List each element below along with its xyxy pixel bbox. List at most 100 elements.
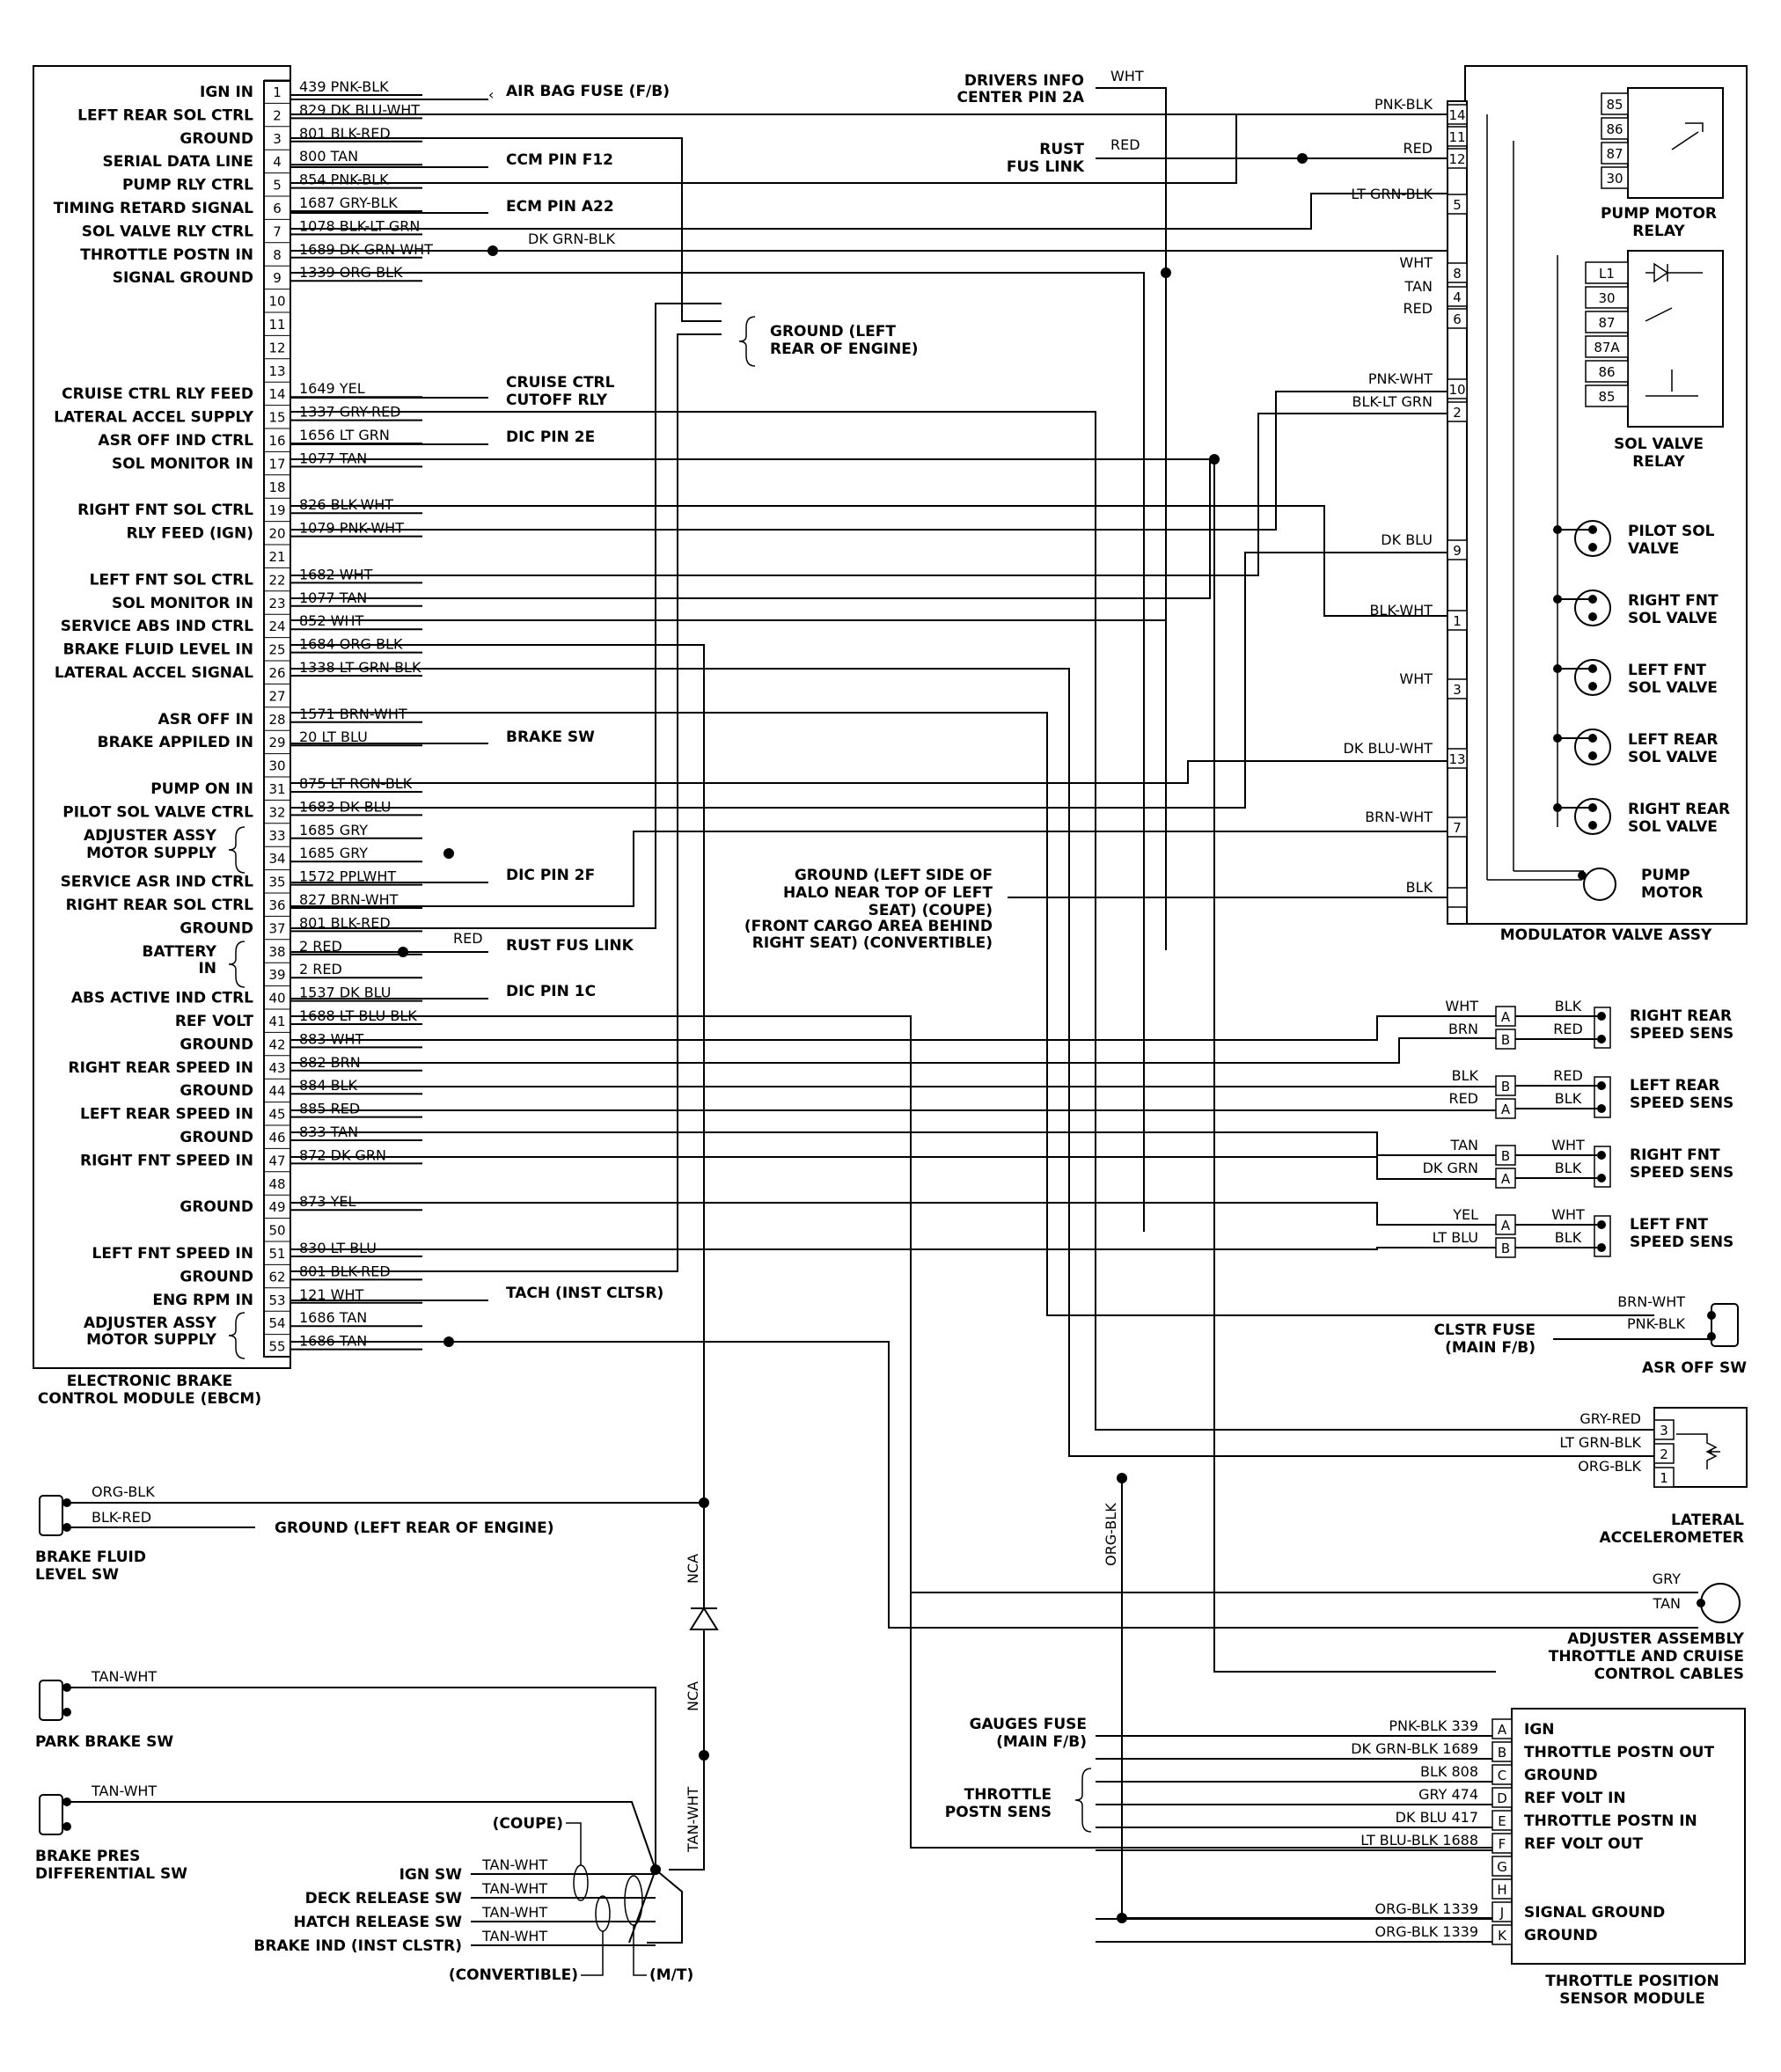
speed-sensor-wire-b: BRN (1448, 1021, 1478, 1037)
ebcm-pin-number: 10 (268, 294, 285, 310)
ebcm-pin-label: SIGNAL GROUND (113, 269, 253, 287)
solenoid-dot (1588, 751, 1597, 760)
rust-fus-1: RUST (1039, 141, 1084, 158)
lateral-accelerometer: 321 GRY-RED LT GRN-BLK ORG-BLK LATERAL A… (1559, 1407, 1748, 1547)
modulator-wire-label: RED (1403, 140, 1433, 157)
dest-brake-sw: BRAKE SW (506, 728, 595, 746)
halo-3: SEAT) (COUPE) (869, 902, 993, 919)
modulator-wire-label: PNK-WHT (1368, 370, 1433, 387)
ebcm-pin-number: 49 (268, 1199, 285, 1215)
speed-sensor-label-1: RIGHT FNT (1630, 1146, 1720, 1164)
ebcm-pin-number: 2 (273, 107, 282, 123)
ebcm-pin-label: GROUND (180, 1129, 253, 1146)
tps-pin-letter: J (1499, 1905, 1504, 1921)
switch-row-wire-label: TAN-WHT (481, 1904, 547, 1921)
solenoid-label: LEFT REAR (1628, 731, 1719, 749)
sol-relay-pin-number: 87A (1594, 340, 1620, 355)
coupe-leader (566, 1822, 582, 1865)
pump-motor-symbol (1583, 868, 1616, 901)
wire-pin7 (290, 193, 1452, 230)
solenoid-dot (1588, 821, 1597, 830)
ebcm-wire-label: 1689 DK GRN-WHT (299, 241, 433, 258)
dest-ccm-pin: CCM PIN F12 (506, 151, 613, 169)
speed-sensor-wire-a: BLK (1452, 1067, 1479, 1084)
speed-sensor-body (1594, 1146, 1611, 1188)
sol-relay-pin (1585, 261, 1629, 284)
modulator-connector (1447, 100, 1468, 925)
speed-sensor-pin-letter: B (1501, 1241, 1510, 1256)
modulator-pin-number: 12 (1448, 151, 1465, 167)
mt-leader (633, 1925, 647, 1976)
sol-relay-label-2: RELAY (1632, 453, 1685, 471)
speed-sensor-body (1594, 1076, 1611, 1118)
ebcm-pin-label: BRAKE FLUID LEVEL IN (63, 641, 253, 659)
tps-function-label: GROUND (1524, 1927, 1598, 1944)
modulator-pin-number: 3 (1453, 682, 1462, 698)
wire-sw-bus (628, 1869, 683, 1944)
pump-relay-pin (1601, 92, 1629, 115)
tps-function-label: GROUND (1524, 1767, 1598, 1784)
ebcm-pin-label: ENG RPM IN (152, 1292, 253, 1309)
nca-2: NCA (685, 1681, 701, 1711)
ebcm-wire-label: 884 BLK (299, 1077, 358, 1094)
modulator-pin-box (1447, 678, 1468, 699)
ebcm-wire-label: 121 WHT (299, 1286, 363, 1303)
modulator-pin-box (1447, 148, 1468, 169)
ebcm-pin-number: 55 (268, 1339, 285, 1355)
tps-function-label: THROTTLE POSTN IN (1524, 1812, 1697, 1830)
wire-pin23 (290, 459, 1211, 599)
wire-pin9 (290, 272, 1145, 1232)
tps-wire-label: DK BLU 417 (1396, 1809, 1478, 1826)
sol-relay-diode (1645, 262, 1703, 283)
ebcm-pin-number: 42 (268, 1036, 285, 1052)
ebcm-pin-number: 23 (268, 596, 285, 611)
pump-relay-contact (1671, 122, 1704, 150)
ebcm-wire-label: 830 LT BLU (299, 1240, 377, 1256)
solenoid-label: SOL VALVE (1628, 818, 1718, 836)
park-w: TAN-WHT (91, 1668, 157, 1685)
splice-pin9 (1161, 267, 1171, 278)
switch-row-wire-label: TAN-WHT (481, 1880, 547, 1897)
splice-lat-1 (1117, 1473, 1127, 1483)
adj-l3: CONTROL CABLES (1594, 1666, 1744, 1683)
tan-wht-vertical: TAN-WHT (685, 1787, 701, 1853)
halo-2: HALO NEAR TOP OF LEFT (783, 884, 993, 902)
ebcm-wire-label: 872 DK GRN (299, 1146, 386, 1163)
speed-sensor-wire-b: RED (1448, 1090, 1478, 1107)
bfl-w1: ORG-BLK (92, 1483, 155, 1500)
ebcm-pin-number: 20 (268, 526, 285, 542)
tps-gauges-1: GAUGES FUSE (970, 1716, 1087, 1733)
asr-fuse-2: (MAIN F/B) (1445, 1339, 1535, 1357)
ebcm-pin-number: 36 (268, 897, 285, 913)
tps-title-2: SENSOR MODULE (1559, 1990, 1705, 2008)
modulator-pin-number: 5 (1453, 197, 1462, 213)
ebcm-pin-label: ASR OFF IND CTRL (98, 432, 253, 450)
ebcm-destinations: ‹ AIR BAG FUSE (F/B) CCM PIN F12 ECM PIN… (290, 83, 919, 1347)
wire-pin22 (290, 413, 1452, 576)
lateral-pin-number: 1 (1660, 1470, 1668, 1486)
ebcm-pin-number: 62 (268, 1269, 285, 1285)
wire-park (67, 1687, 656, 1870)
ebcm-wire-label: 885 RED (299, 1101, 360, 1117)
solenoid-label: LEFT FNT (1628, 662, 1706, 679)
wire-drivers-info (1096, 87, 1167, 950)
modulator-pin-box (1447, 748, 1468, 769)
switch-row-wire-label: TAN-WHT (481, 1928, 547, 1944)
ebcm-wire-label: 854 PNK-BLK (299, 172, 389, 188)
modulator-pin-box (1447, 308, 1468, 329)
tps-pin (1491, 1924, 1513, 1945)
ebcm-pin-number: 12 (268, 340, 285, 355)
sol-relay-pin (1585, 335, 1629, 358)
modulator-wire-label: BLK-LT GRN (1352, 393, 1433, 410)
solenoid-label: SOL VALVE (1628, 679, 1718, 697)
speed-sensor-right-a: BLK (1555, 998, 1582, 1014)
modulator-pin-number: 11 (1448, 129, 1465, 145)
speed-sensor-right-a: WHT (1551, 1206, 1585, 1223)
dest-tach: TACH (INST CLTSR) (506, 1285, 663, 1302)
pump-relay-pin-number: 87 (1606, 146, 1623, 162)
sol-relay-pin-number: 86 (1598, 364, 1615, 380)
ebcm-pin-number: 28 (268, 712, 285, 728)
speed-sensor-dot (1597, 1104, 1606, 1113)
modulator-internal-bus (1486, 114, 1584, 881)
